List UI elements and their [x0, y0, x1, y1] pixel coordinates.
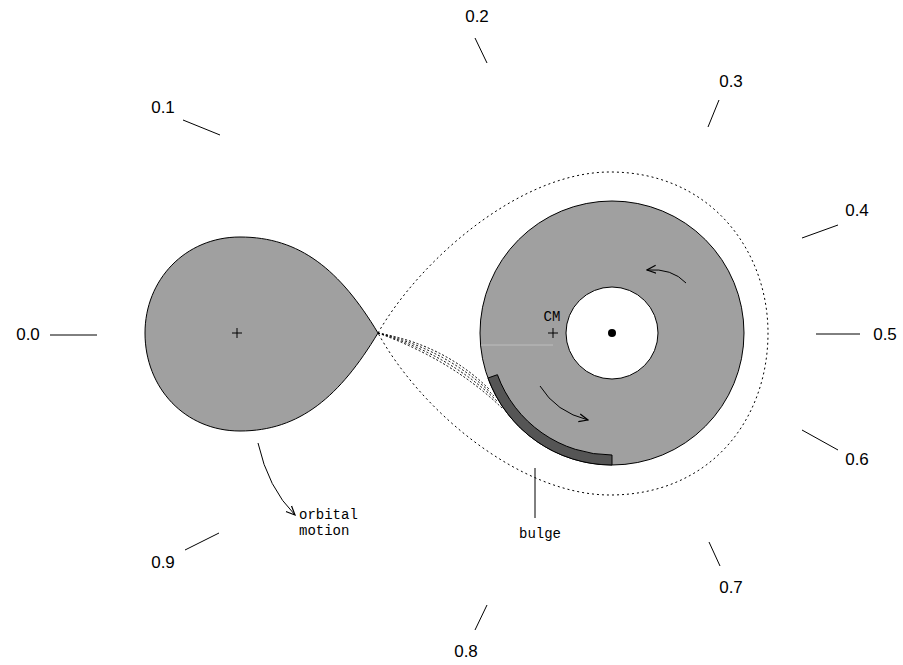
cm-cross [548, 328, 558, 338]
roche-lobe [378, 172, 768, 495]
cm-label: CM [544, 309, 561, 325]
phase-label: 0.9 [151, 553, 175, 573]
bulge-band [488, 375, 612, 465]
white-dwarf [608, 329, 616, 337]
mass-stream [378, 333, 502, 408]
rotation-arrow [540, 386, 588, 420]
phase-ticks [50, 38, 860, 630]
phase-label: 0.4 [845, 201, 869, 221]
inner-hole [566, 287, 658, 379]
orbit-arrow [258, 443, 295, 515]
phase-label: 0.5 [873, 325, 897, 345]
phase-label: 0.7 [719, 578, 743, 598]
phase-label: 0.0 [16, 325, 40, 345]
phase-label: 0.3 [719, 72, 743, 92]
phase-label: 0.2 [465, 7, 489, 27]
faint-line [481, 345, 553, 346]
phase-label: 0.8 [454, 642, 478, 662]
phase-label: 0.6 [845, 450, 869, 470]
bulge-label: bulge [519, 526, 561, 542]
orbit-label: orbital motion [299, 507, 371, 539]
donor-center [232, 328, 242, 338]
rotation-arrow [647, 270, 686, 283]
accretion-disk [480, 201, 744, 465]
leader-line [535, 468, 536, 518]
donor-star [145, 237, 378, 431]
phase-label: 0.1 [151, 98, 175, 118]
